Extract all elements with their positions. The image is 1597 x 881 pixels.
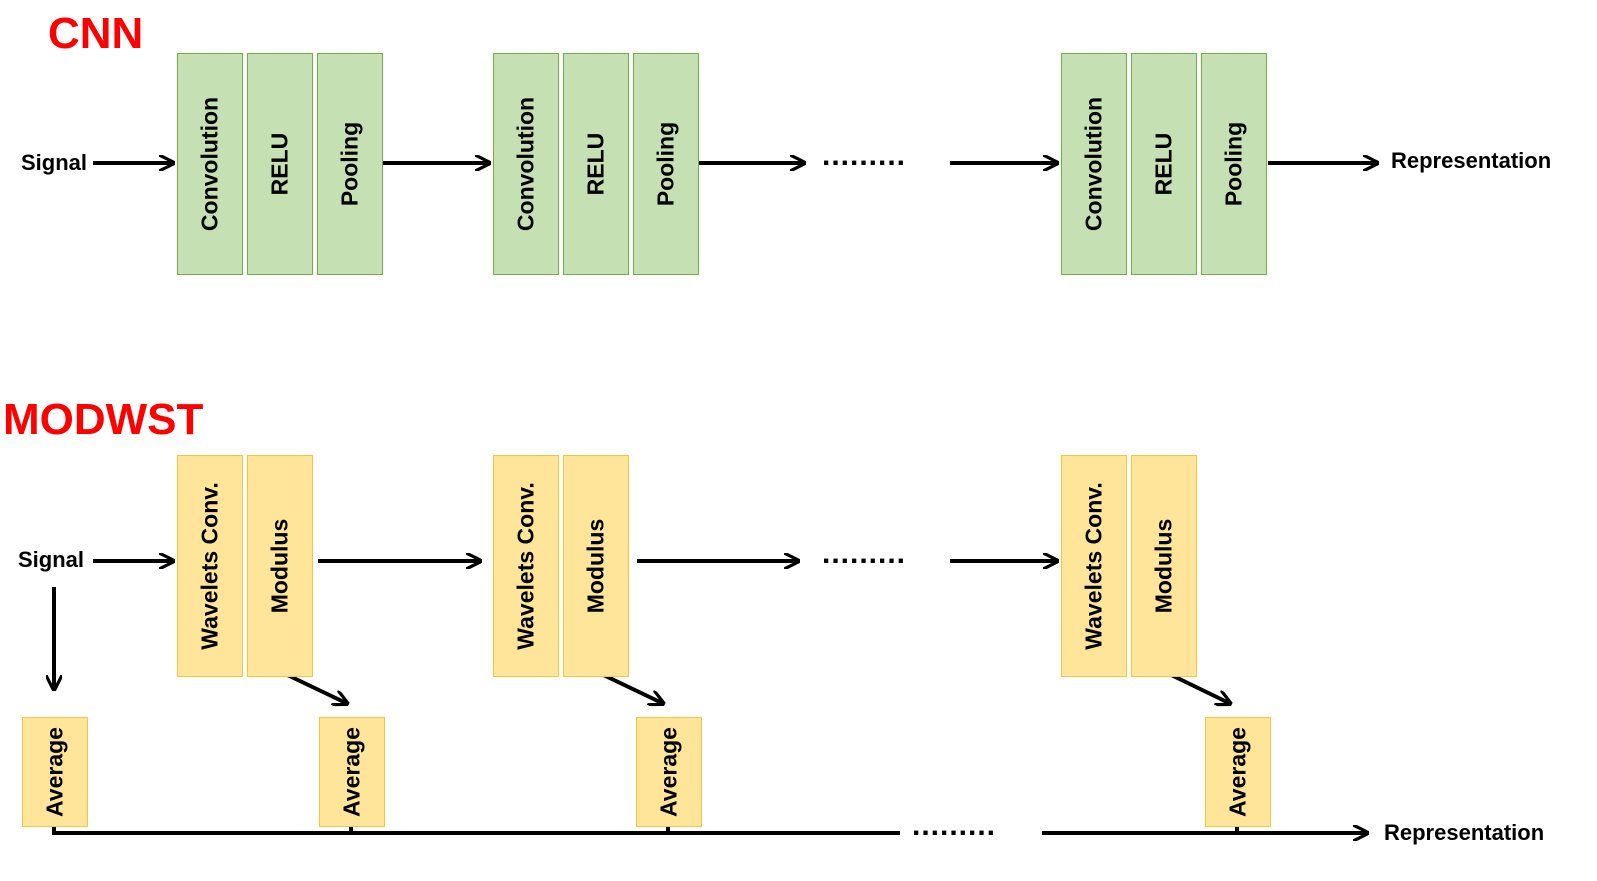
cnn-stage-2-relu: RELU <box>563 53 629 275</box>
pooling-label: Pooling <box>652 121 679 207</box>
modwst-stage-n-modulus: Modulus <box>1131 455 1197 677</box>
modwst-average-0: Average <box>22 717 88 827</box>
cnn-stage-1-pooling: Pooling <box>317 53 383 275</box>
cnn-stage-1-relu: RELU <box>247 53 313 275</box>
modwst-stage-n-wavelets-conv: Wavelets Conv. <box>1061 455 1127 677</box>
average-label: Average <box>338 727 365 817</box>
cnn-title: CNN <box>48 9 144 58</box>
cnn-stage-2-convolution: Convolution <box>493 53 559 275</box>
average-label: Average <box>41 727 68 817</box>
modwst-stage-1-wavelets-conv: Wavelets Conv. <box>177 455 243 677</box>
modwst-stage-1-modulus: Modulus <box>247 455 313 677</box>
pooling-label: Pooling <box>1220 121 1247 207</box>
modwst-average-3: Average <box>1205 717 1271 827</box>
pooling-label: Pooling <box>336 121 363 207</box>
cnn-stage-n-convolution: Convolution <box>1061 53 1127 275</box>
convolution-label: Convolution <box>196 96 223 232</box>
convolution-label: Convolution <box>1080 96 1107 232</box>
wavelets-conv-label: Wavelets Conv. <box>1080 482 1107 650</box>
relu-label: RELU <box>1150 132 1177 196</box>
modwst-stage-2-wavelets-conv: Wavelets Conv. <box>493 455 559 677</box>
average-label: Average <box>655 727 682 817</box>
modulus-label: Modulus <box>1150 518 1177 614</box>
cnn-stage-2-pooling: Pooling <box>633 53 699 275</box>
average-label: Average <box>1224 727 1251 817</box>
modwst-stage-2-modulus: Modulus <box>563 455 629 677</box>
modwst-ellipsis-bottom: ......... <box>912 809 997 842</box>
cnn-signal-label: Signal <box>21 150 88 175</box>
relu-label: RELU <box>582 132 609 196</box>
wavelets-conv-label: Wavelets Conv. <box>512 482 539 650</box>
modulus-label: Modulus <box>582 518 609 614</box>
cnn-stage-n-pooling: Pooling <box>1201 53 1267 275</box>
convolution-label: Convolution <box>512 96 539 232</box>
modulus-label: Modulus <box>266 518 293 614</box>
cnn-stage-n-relu: RELU <box>1131 53 1197 275</box>
modwst-representation-label: Representation <box>1384 820 1545 845</box>
modwst-average-1: Average <box>319 717 385 827</box>
modwst-average-2: Average <box>636 717 702 827</box>
modwst-title: MODWST <box>3 395 204 444</box>
modwst-ellipsis-top: ......... <box>822 537 907 570</box>
modwst-signal-label: Signal <box>18 547 85 572</box>
cnn-stage-1-convolution: Convolution <box>177 53 243 275</box>
cnn-ellipsis: ......... <box>822 139 907 172</box>
wavelets-conv-label: Wavelets Conv. <box>196 482 223 650</box>
cnn-representation-label: Representation <box>1391 148 1552 173</box>
relu-label: RELU <box>266 132 293 196</box>
